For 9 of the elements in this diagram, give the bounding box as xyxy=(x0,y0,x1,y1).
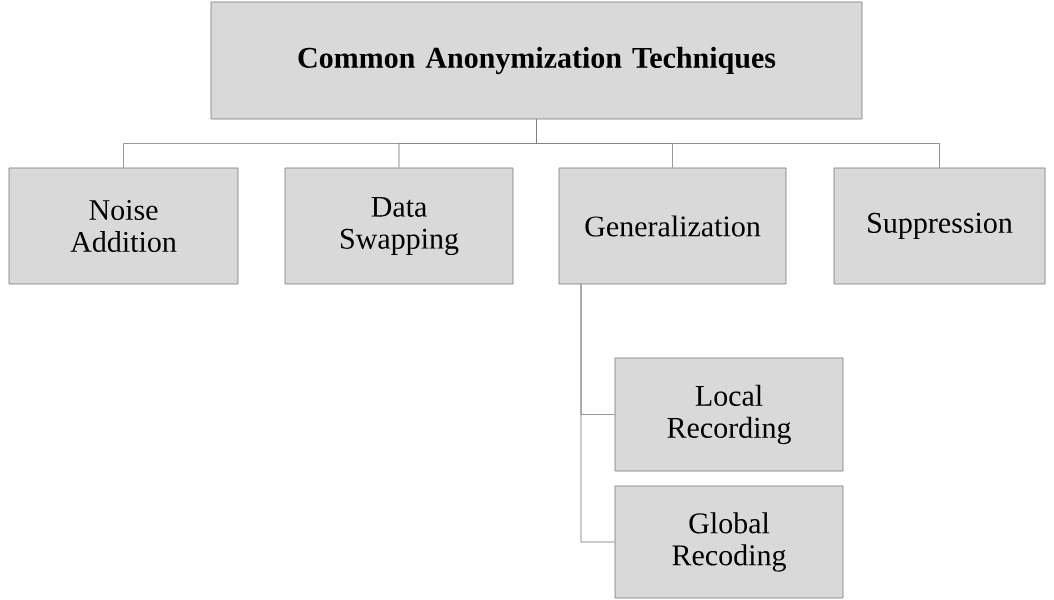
category-box: Global Recoding xyxy=(614,485,844,599)
category-box: Noise Addition xyxy=(8,167,239,285)
connector-line xyxy=(580,283,615,543)
category-box: Data Swapping xyxy=(284,167,514,285)
category-box: Suppression xyxy=(833,167,1046,285)
category-box: Generalization xyxy=(558,167,787,285)
category-box: Local Recording xyxy=(614,357,844,472)
connector-line xyxy=(536,119,673,168)
title-box: Common Anonymization Techniques xyxy=(210,1,863,120)
